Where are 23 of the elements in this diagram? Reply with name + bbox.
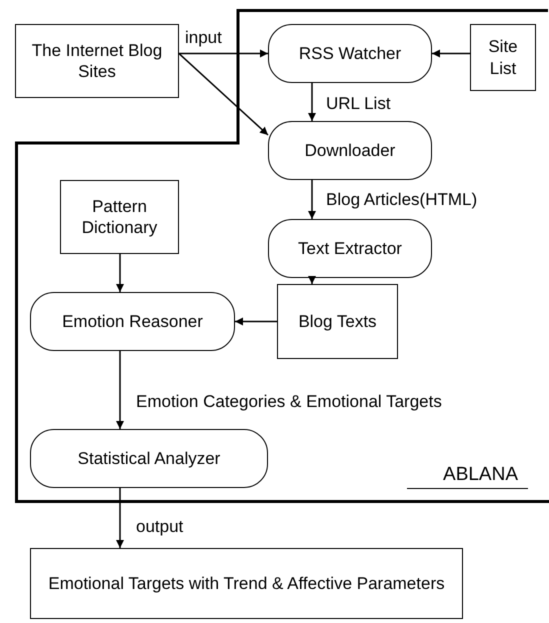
edge-label: input — [184, 28, 223, 48]
arrow — [116, 488, 124, 548]
system-name: ABLANA — [407, 463, 528, 489]
arrow — [116, 351, 124, 429]
process-rounded-box: Downloader — [268, 121, 432, 180]
edge-label: Blog Articles(HTML) — [325, 190, 478, 210]
arrow — [235, 318, 277, 326]
arrow — [116, 254, 124, 292]
arrow — [178, 53, 268, 136]
process-box: Emotional Targets with Trend & Affective Parameters — [30, 548, 463, 619]
process-rounded-box: Text Extractor — [268, 219, 432, 278]
process-box: Blog Texts — [277, 284, 398, 359]
process-rounded-box: RSS Watcher — [268, 24, 432, 83]
process-rounded-box: Statistical Analyzer — [30, 429, 268, 488]
process-box: Pattern Dictionary — [60, 180, 179, 254]
edge-label: Emotion Categories & Emotional Targets — [135, 392, 443, 412]
process-box: Site List — [470, 24, 536, 91]
arrow — [308, 83, 316, 121]
process-rounded-box: Emotion Reasoner — [30, 292, 235, 351]
arrow — [308, 180, 316, 219]
arrow — [179, 50, 268, 58]
arrow — [432, 50, 470, 58]
arrow — [308, 276, 316, 284]
